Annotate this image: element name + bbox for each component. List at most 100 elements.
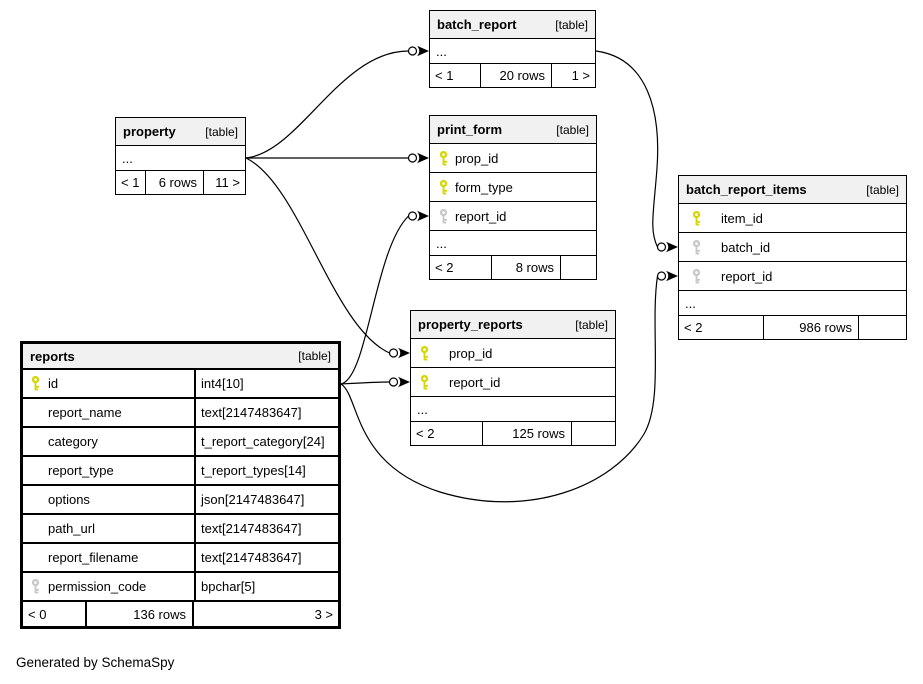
table-footer: < 0 136 rows 3 > (23, 600, 338, 626)
column-row-form_type: form_type (430, 173, 596, 202)
rel-property-to-batch_report (245, 50, 409, 159)
column-name: permission_code (48, 579, 147, 594)
table-badge: [table] (866, 182, 899, 197)
table-footer: < 2 986 rows (679, 316, 906, 339)
column-row-report_filename: report_filename text[2147483647] (23, 544, 338, 573)
table-badge: [table] (575, 317, 608, 332)
table-badge: [table] (205, 124, 238, 139)
foreign-key-icon (691, 239, 701, 255)
column-row-report_id: report_id (411, 368, 615, 397)
footer-row-count: 125 rows (483, 422, 572, 445)
primary-key-icon (30, 376, 40, 391)
footer-children-count: < 0 (23, 602, 87, 626)
footer-parents-count: 3 > (314, 606, 333, 622)
column-row-category: category t_report_category[24] (23, 428, 338, 457)
columns-ellipsis: ... (430, 39, 595, 64)
columns-ellipsis: ... (430, 231, 596, 256)
table-header: batch_report_items [table] (679, 176, 906, 204)
foreign-key-icon (30, 579, 40, 594)
column-row-permission_code: permission_code bpchar[5] (23, 573, 338, 602)
column-name: id (48, 376, 59, 391)
footer-row-count: 986 rows (764, 316, 859, 339)
column-type: text[2147483647] (201, 405, 302, 420)
table-batch_report[interactable]: batch_report [table] ... < 1 20 rows 1 > (429, 10, 596, 88)
table-header: print_form [table] (430, 116, 596, 144)
ellipsis-text: ... (417, 401, 428, 417)
column-name: report_id (455, 208, 507, 224)
footer-children-count: < 2 (679, 316, 764, 339)
schemaspy-credit: Generated by SchemaSpy (16, 655, 175, 670)
table-badge: [table] (298, 349, 331, 363)
table-footer: < 1 20 rows 1 > (430, 64, 595, 87)
primary-key-icon (438, 179, 448, 195)
column-row-report_name: report_name text[2147483647] (23, 399, 338, 428)
table-property[interactable]: property [table] ... < 1 6 rows 11 > (115, 117, 246, 195)
primary-key-icon (438, 150, 448, 166)
footer-parents-count: 11 > (215, 175, 240, 190)
table-badge: [table] (555, 17, 588, 32)
table-footer: < 2 8 rows (430, 256, 596, 279)
footer-children-count: < 1 (116, 171, 146, 194)
footer-parents-count (561, 256, 596, 279)
table-footer: < 2 125 rows (411, 422, 615, 445)
column-name: report_filename (48, 550, 139, 565)
ellipsis-text: ... (436, 43, 447, 59)
column-row-path_url: path_url text[2147483647] (23, 515, 338, 544)
primary-key-icon (691, 210, 701, 226)
column-name: category (48, 434, 98, 449)
table-batch_report_items[interactable]: batch_report_items [table] item_id batch… (678, 175, 907, 340)
columns-ellipsis: ... (116, 146, 245, 171)
primary-key-icon (419, 374, 429, 390)
footer-row-count: 6 rows (146, 171, 204, 194)
footer-children-count: < 1 (430, 64, 481, 87)
column-name: item_id (721, 210, 763, 226)
foreign-key-icon (438, 208, 448, 224)
table-name[interactable]: batch_report (437, 17, 517, 32)
table-name[interactable]: reports (30, 348, 75, 364)
table-reports[interactable]: reports [table] id int4[10] report_name … (20, 341, 341, 629)
column-name: prop_id (455, 150, 499, 166)
column-row-id: id int4[10] (23, 370, 338, 399)
footer-children-count: < 2 (430, 256, 492, 279)
column-row-report_id: report_id (430, 202, 596, 231)
column-name: report_name (48, 405, 122, 420)
table-header: reports [table] (23, 344, 338, 370)
footer-children-count: < 2 (411, 422, 483, 445)
column-row-options: options json[2147483647] (23, 486, 338, 515)
column-type: int4[10] (201, 376, 244, 391)
column-row-report_type: report_type t_report_types[14] (23, 457, 338, 486)
footer-parents-count (859, 316, 906, 339)
column-row-report_id: report_id (679, 262, 906, 291)
table-name[interactable]: print_form (437, 122, 502, 137)
column-row-item_id: item_id (679, 204, 906, 233)
columns-ellipsis: ... (411, 397, 615, 422)
foreign-key-icon (691, 268, 701, 284)
table-badge: [table] (556, 122, 589, 137)
column-row-prop_id: prop_id (430, 144, 596, 173)
column-type: json[2147483647] (201, 492, 305, 507)
table-name[interactable]: property_reports (418, 317, 523, 332)
column-type: t_report_category[24] (201, 434, 325, 449)
column-name: report_type (48, 463, 114, 478)
column-type: t_report_types[14] (201, 463, 306, 478)
footer-parents-count: 1 > (571, 68, 590, 83)
column-name: batch_id (721, 239, 771, 255)
table-name[interactable]: batch_report_items (686, 182, 807, 197)
column-name: options (48, 492, 90, 507)
columns-ellipsis: ... (679, 291, 906, 316)
table-property_reports[interactable]: property_reports [table] prop_id report_… (410, 310, 616, 446)
column-name: path_url (48, 521, 95, 536)
column-name: form_type (455, 179, 513, 195)
primary-key-icon (419, 345, 429, 361)
footer-parents-count (572, 422, 615, 445)
rel-property-to-property_reports (245, 157, 390, 354)
table-name[interactable]: property (123, 124, 176, 139)
footer-row-count: 8 rows (492, 256, 561, 279)
rel-batch_report-to-batch_report_items (595, 50, 659, 248)
footer-row-count: 136 rows (87, 602, 194, 626)
column-row-prop_id: prop_id (411, 339, 615, 368)
footer-row-count: 20 rows (481, 64, 552, 87)
table-print_form[interactable]: print_form [table] prop_id form_type rep… (429, 115, 597, 280)
